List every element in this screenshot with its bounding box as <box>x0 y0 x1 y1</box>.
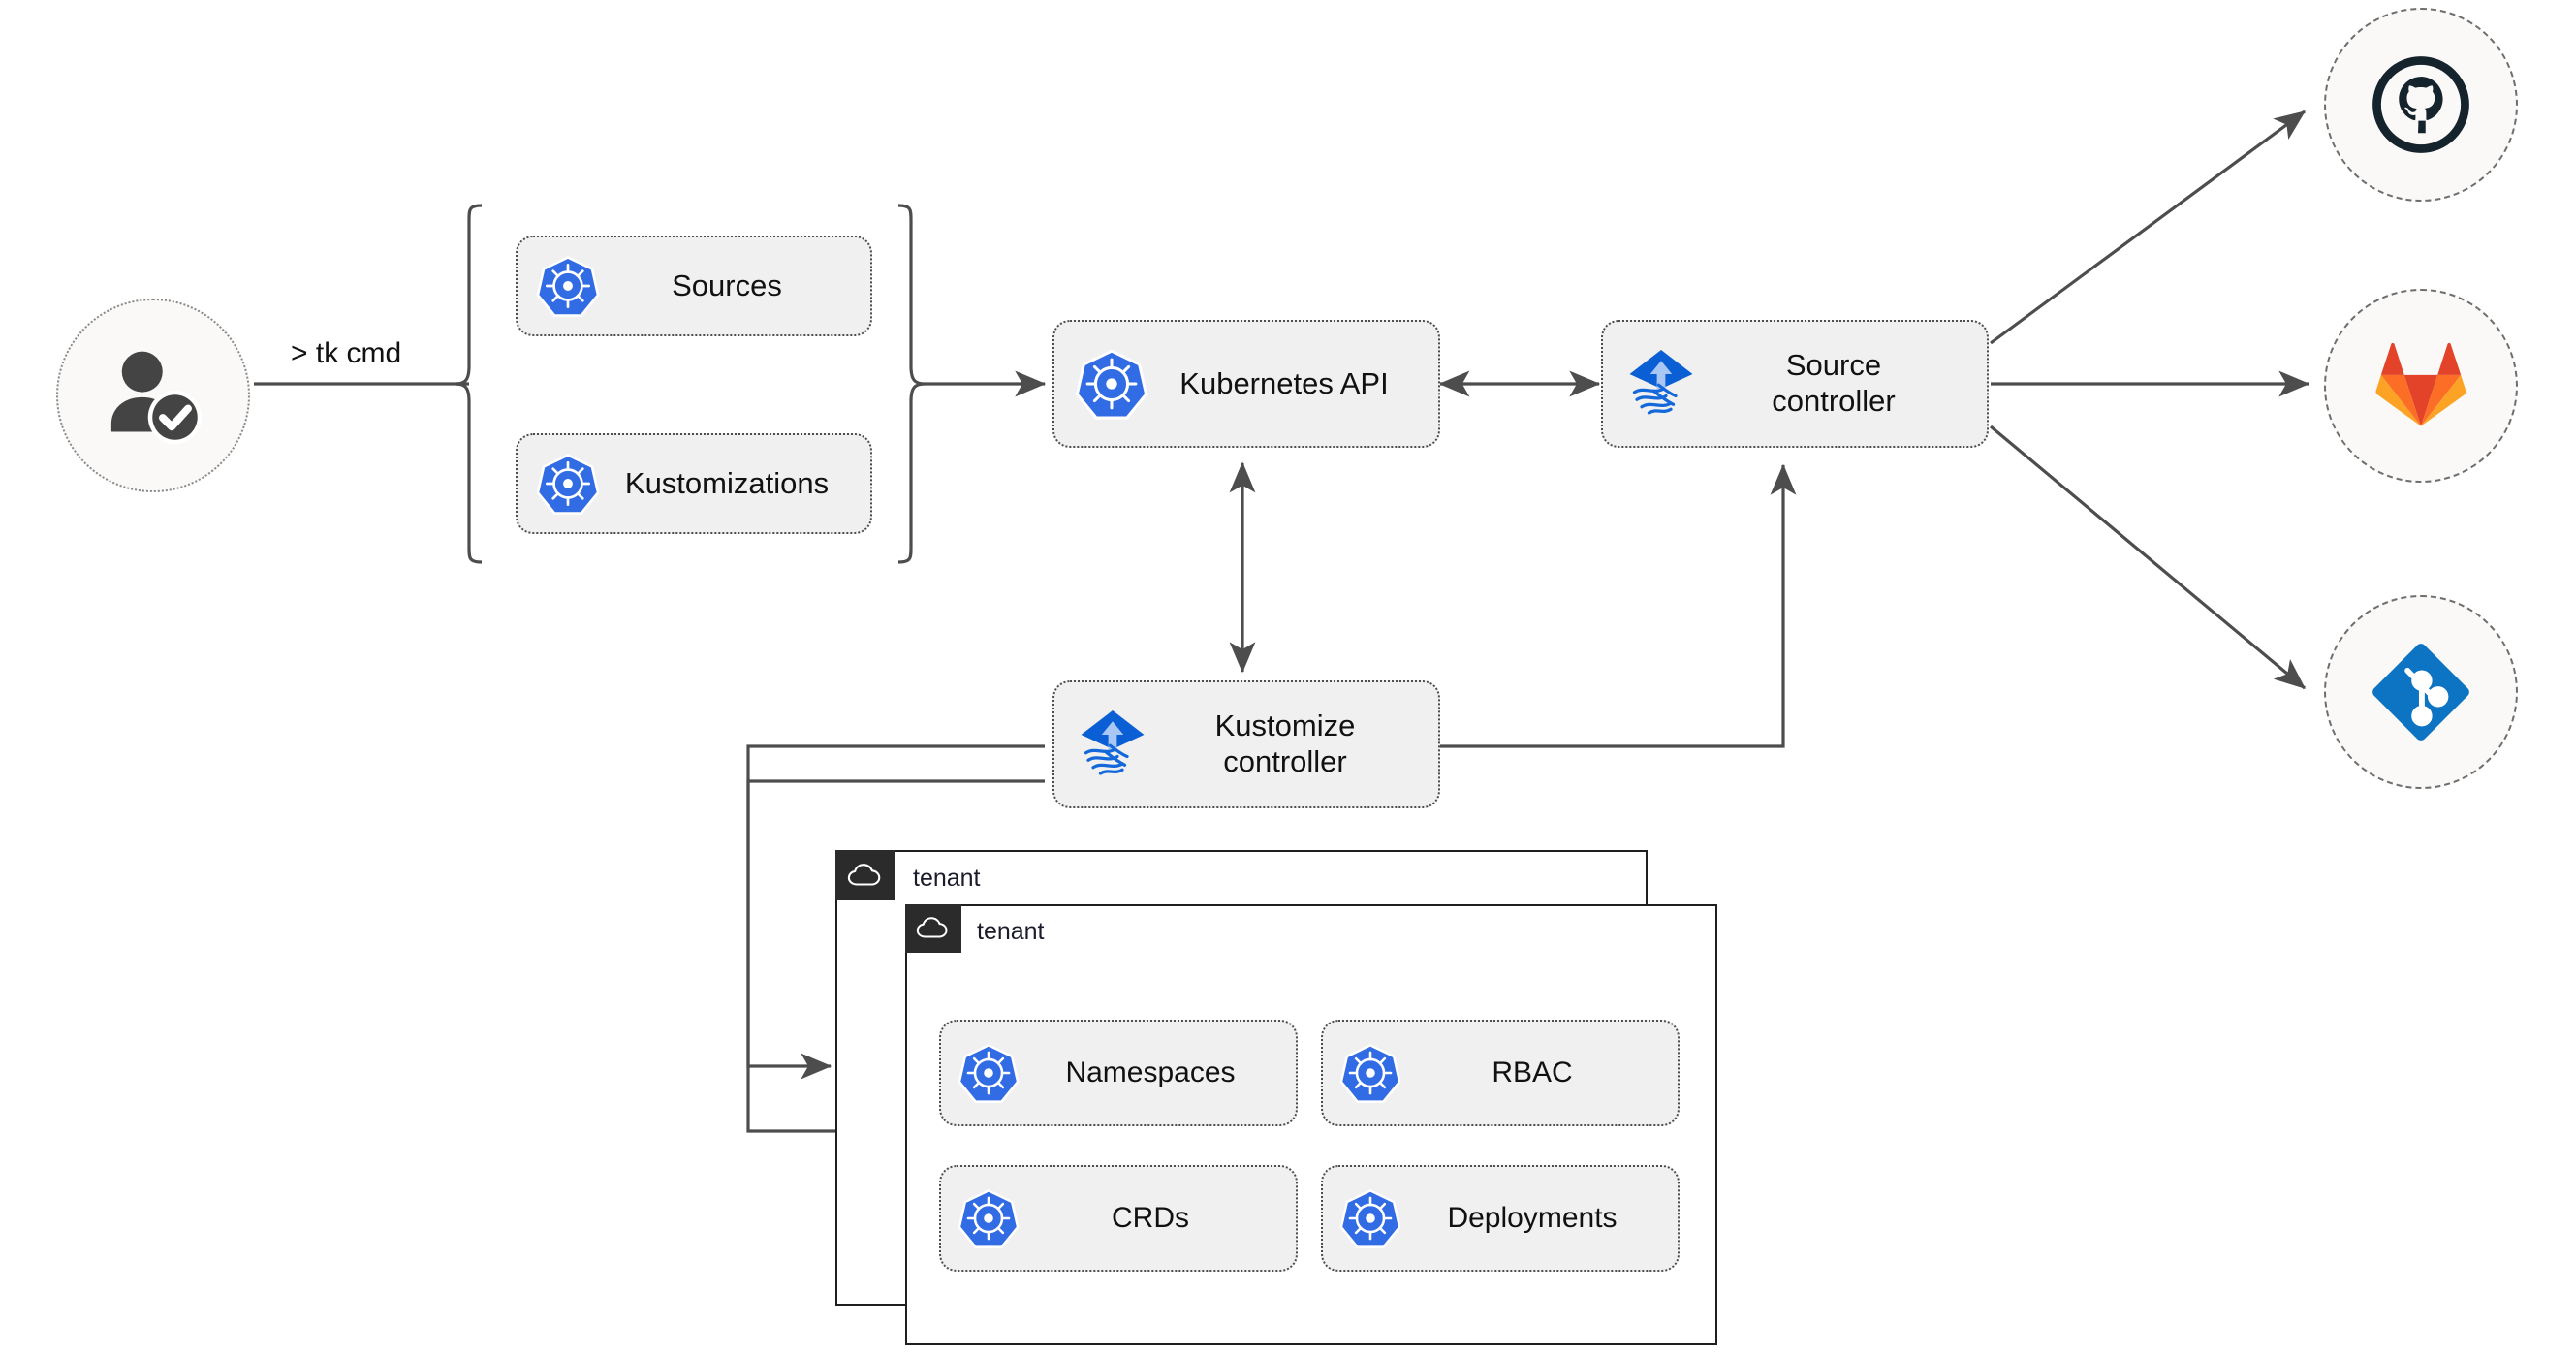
tenant-tab-2 <box>904 903 961 953</box>
edge-source-to-git <box>1989 425 2307 690</box>
kustomizations-card[interactable]: Kustomizations <box>516 433 872 534</box>
kubernetes-api-node[interactable]: Kubernetes API <box>1052 320 1440 448</box>
kubernetes-icon <box>1338 1041 1402 1105</box>
tenant-tab-1 <box>834 849 895 900</box>
tenant-frame-2: tenant Namespaces <box>904 903 1717 1345</box>
authenticated-user-icon <box>95 337 211 454</box>
kubernetes-icon <box>535 253 601 319</box>
deployments-label: Deployments <box>1447 1202 1618 1235</box>
kubernetes-icon <box>957 1041 1021 1105</box>
source-controller-label: Source controller <box>1772 348 1896 418</box>
rbac-label: RBAC <box>1492 1056 1573 1089</box>
flux-icon <box>1622 345 1700 423</box>
gitlab-node[interactable] <box>2324 289 2518 483</box>
kubernetes-icon <box>957 1186 1021 1250</box>
user-node <box>56 299 250 492</box>
kustomize-controller-node[interactable]: Kustomize controller <box>1052 680 1440 808</box>
flux-icon <box>1074 706 1151 783</box>
source-controller-node[interactable]: Source controller <box>1601 320 1989 448</box>
edge-source-to-github <box>1990 110 2307 345</box>
crds-card[interactable]: CRDs <box>939 1165 1298 1272</box>
deployments-card[interactable]: Deployments <box>1321 1165 1680 1272</box>
github-icon <box>2367 50 2475 159</box>
crds-label: CRDs <box>1112 1202 1189 1235</box>
kubernetes-icon <box>1074 346 1149 422</box>
github-node[interactable] <box>2324 8 2518 202</box>
tenant-title-1: tenant <box>913 865 981 892</box>
git-icon <box>2364 635 2478 749</box>
command-label: > tk cmd <box>291 337 402 369</box>
edge-kustomize-to-source <box>1440 463 1797 748</box>
cloud-icon <box>916 916 951 940</box>
namespaces-label: Namespaces <box>1065 1056 1236 1089</box>
git-node[interactable] <box>2324 595 2518 789</box>
kubernetes-api-label: Kubernetes API <box>1179 365 1389 400</box>
sources-card[interactable]: Sources <box>516 236 872 336</box>
cloud-icon <box>847 863 884 888</box>
brace-right <box>897 204 926 564</box>
kubernetes-icon <box>1338 1186 1402 1250</box>
sources-label: Sources <box>672 268 782 302</box>
brace-left <box>455 204 483 564</box>
namespaces-card[interactable]: Namespaces <box>939 1020 1298 1126</box>
rbac-card[interactable]: RBAC <box>1321 1020 1680 1126</box>
tenant-title-2: tenant <box>977 918 1045 945</box>
kubernetes-icon <box>535 451 601 517</box>
kustomize-controller-label: Kustomize controller <box>1214 709 1356 778</box>
gitlab-icon <box>2369 337 2473 434</box>
kustomizations-label: Kustomizations <box>624 465 830 500</box>
